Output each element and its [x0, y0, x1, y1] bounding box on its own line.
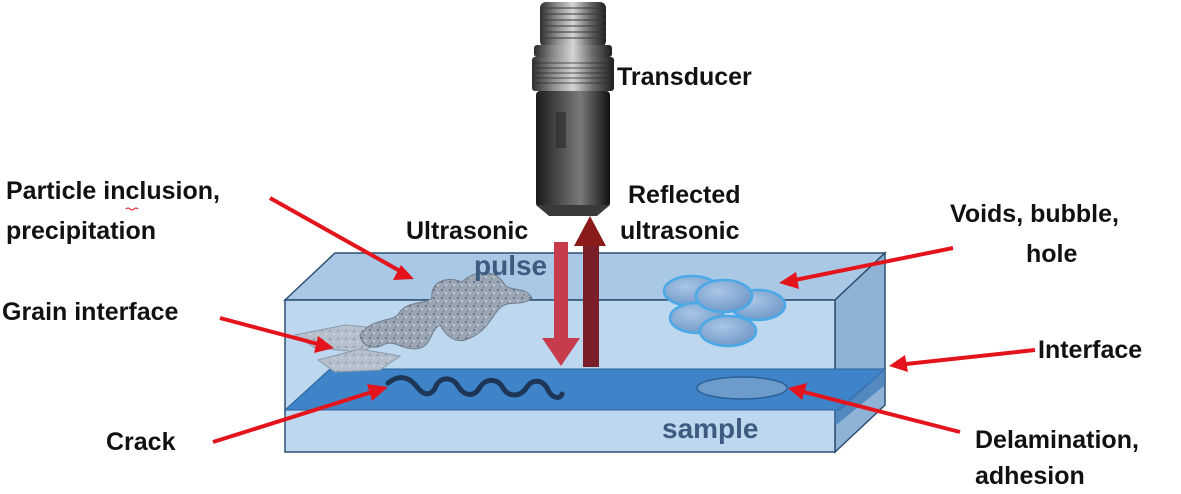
label-particle-line1: Particle inclusion, — [6, 177, 220, 205]
arrow-grain — [219, 316, 334, 353]
label-arrows — [212, 196, 1036, 444]
label-delamination-line2: adhesion — [975, 462, 1085, 490]
label-particle-line2: precipitation — [6, 217, 156, 245]
interface-band-side — [835, 369, 885, 426]
transducer-icon — [532, 2, 614, 216]
label-reflected-line1: Reflected — [628, 181, 741, 209]
arrow-particle — [269, 196, 414, 280]
spellcheck-squiggle — [125, 207, 139, 211]
label-grain-interface: Grain interface — [2, 298, 179, 326]
voids-bubbles — [662, 274, 787, 348]
crack-shape — [385, 375, 565, 400]
arrow-voids — [779, 246, 954, 289]
label-reflected-line2: ultrasonic — [620, 217, 740, 245]
label-pulse: pulse — [474, 250, 547, 281]
arrow-crack — [212, 384, 388, 444]
label-crack: Crack — [106, 428, 176, 456]
ultrasonic-pulse-arrow — [542, 242, 580, 366]
label-interface: Interface — [1038, 336, 1142, 364]
label-sample: sample — [662, 413, 759, 444]
label-voids-line1: Voids, bubble, — [950, 200, 1119, 228]
particle-inclusion-shape — [359, 272, 533, 350]
arrow-interface — [889, 348, 1036, 372]
reflected-ultrasonic-arrow — [574, 216, 606, 367]
delamination-shape — [696, 376, 788, 400]
label-transducer: Transducer — [617, 63, 752, 91]
arrow-delamination — [788, 383, 961, 434]
label-delamination-line1: Delamination, — [975, 426, 1139, 454]
label-voids-line2: hole — [1026, 240, 1077, 268]
label-ultrasonic: Ultrasonic — [406, 217, 528, 245]
